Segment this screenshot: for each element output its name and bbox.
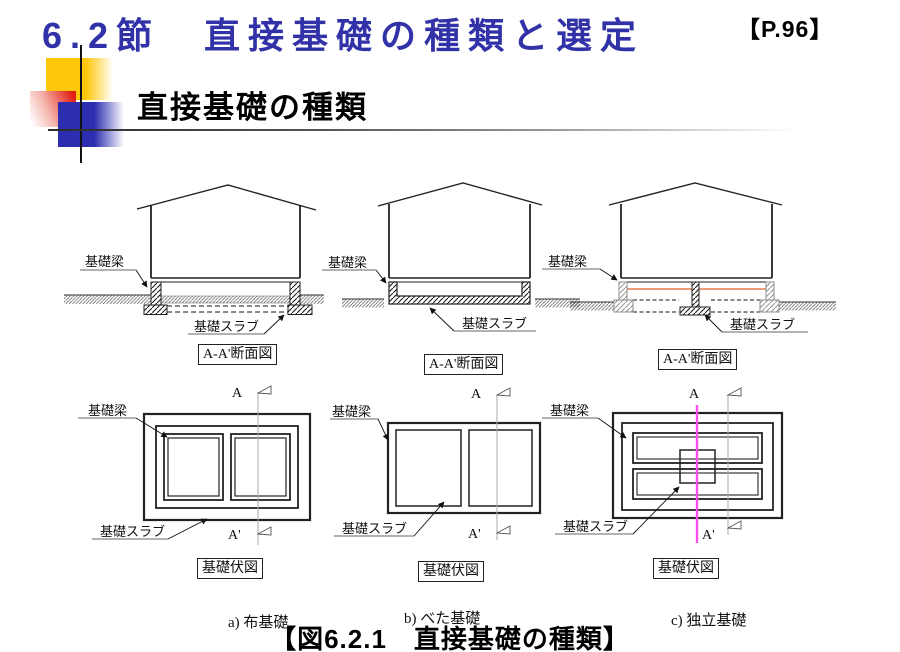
section-cut-line: A A' [468,387,511,542]
section-end-label: A' [468,527,481,542]
slab-leader: 基礎スラブ [92,518,208,540]
beam-label: 基礎梁 [548,254,587,269]
slab-leader: 基礎スラブ [429,307,536,332]
plan-view-box-a: 基礎伏図 [197,558,263,579]
plan-independent-footing: A A' 基礎梁 基礎スラブ [542,387,784,543]
beam-label: 基礎梁 [88,403,127,418]
caption-strip-foundation: a) 布基礎 [228,615,289,631]
section-subtitle: 直接基礎の種類 [137,90,368,125]
house-outline [136,184,317,283]
beam-leader: 基礎梁 [330,404,389,441]
beam-leader: 基礎梁 [78,403,168,438]
hidden-footing-dashed-lines [167,305,288,313]
deco-square-blue [58,102,124,147]
ground-hatch [64,294,324,304]
cross-section-strip-foundation: 基礎梁 基礎スラブ [64,184,324,335]
section-cut-line: A A' [689,387,742,543]
figure-caption: 【図6.2.1 直接基礎の種類】 [270,624,630,652]
strip-footings-hatch [143,281,313,315]
caption-mat-foundation: b) べた基礎 [404,611,481,627]
slab-label: 基礎スラブ [730,317,795,332]
hidden-footing-dashed-lines [632,299,761,313]
section-end-label: A' [702,528,715,543]
section-start-label: A [232,386,243,401]
beam-leader: 基礎梁 [542,254,618,281]
beam-leader: 基礎梁 [80,254,148,288]
deco-vertical-line [80,45,82,163]
slab-label: 基礎スラブ [342,521,407,536]
beam-leader: 基礎梁 [322,255,387,284]
deco-horizontal-rule [48,129,828,131]
plan-view-box-b: 基礎伏図 [418,561,484,582]
beam-label: 基礎梁 [328,255,367,270]
slab-leader: 基礎スラブ [188,314,285,335]
slab-label: 基礎スラブ [100,524,165,539]
plan-view-box-c: 基礎伏図 [653,558,719,579]
mat-slab-hatch [388,281,531,305]
plan-strip-foundation: A A' 基礎梁 基礎スラブ [78,385,312,545]
slab-leader: 基礎スラブ [334,501,445,537]
house-outline [377,182,543,283]
slab-label: 基礎スラブ [462,316,527,331]
beam-label: 基礎梁 [85,254,124,269]
slab-label: 基礎スラブ [194,319,259,334]
section-view-box-c: A-A'断面図 [658,349,738,370]
section-view-box-b: A-A'断面図 [424,354,504,375]
section-start-label: A [471,387,482,402]
slab-leader: 基礎スラブ [704,314,808,333]
beam-leader: 基礎梁 [542,403,627,439]
slab-leader: 基礎スラブ [555,486,680,535]
caption-independent-footing: c) 独立基礎 [671,613,747,629]
foundation-plan [142,412,312,522]
slab-label: 基礎スラブ [563,519,628,534]
side-piers-gray-hatch [613,281,780,313]
foundation-plan [386,421,542,515]
beam-label: 基礎梁 [332,404,371,419]
center-footing-hatch [679,281,711,316]
cross-section-mat-foundation: 基礎梁 基礎スラブ [322,182,580,332]
ground-hatch [342,298,580,308]
page-reference: 【P.96】 [737,16,834,42]
plan-mat-foundation: A A' 基礎梁 基礎スラブ [330,387,542,542]
page-title: 6.2節 直接基礎の種類と選定 [42,15,645,56]
cross-section-independent-footing: 基礎梁 基礎スラブ [542,182,836,333]
section-view-box-a: A-A'断面図 [198,344,278,365]
section-end-label: A' [228,528,241,543]
section-cut-line: A A' [228,385,272,545]
beam-label: 基礎梁 [550,403,589,418]
section-start-label: A [689,387,700,402]
ground-hatch [570,301,836,311]
house-outline [608,182,783,283]
